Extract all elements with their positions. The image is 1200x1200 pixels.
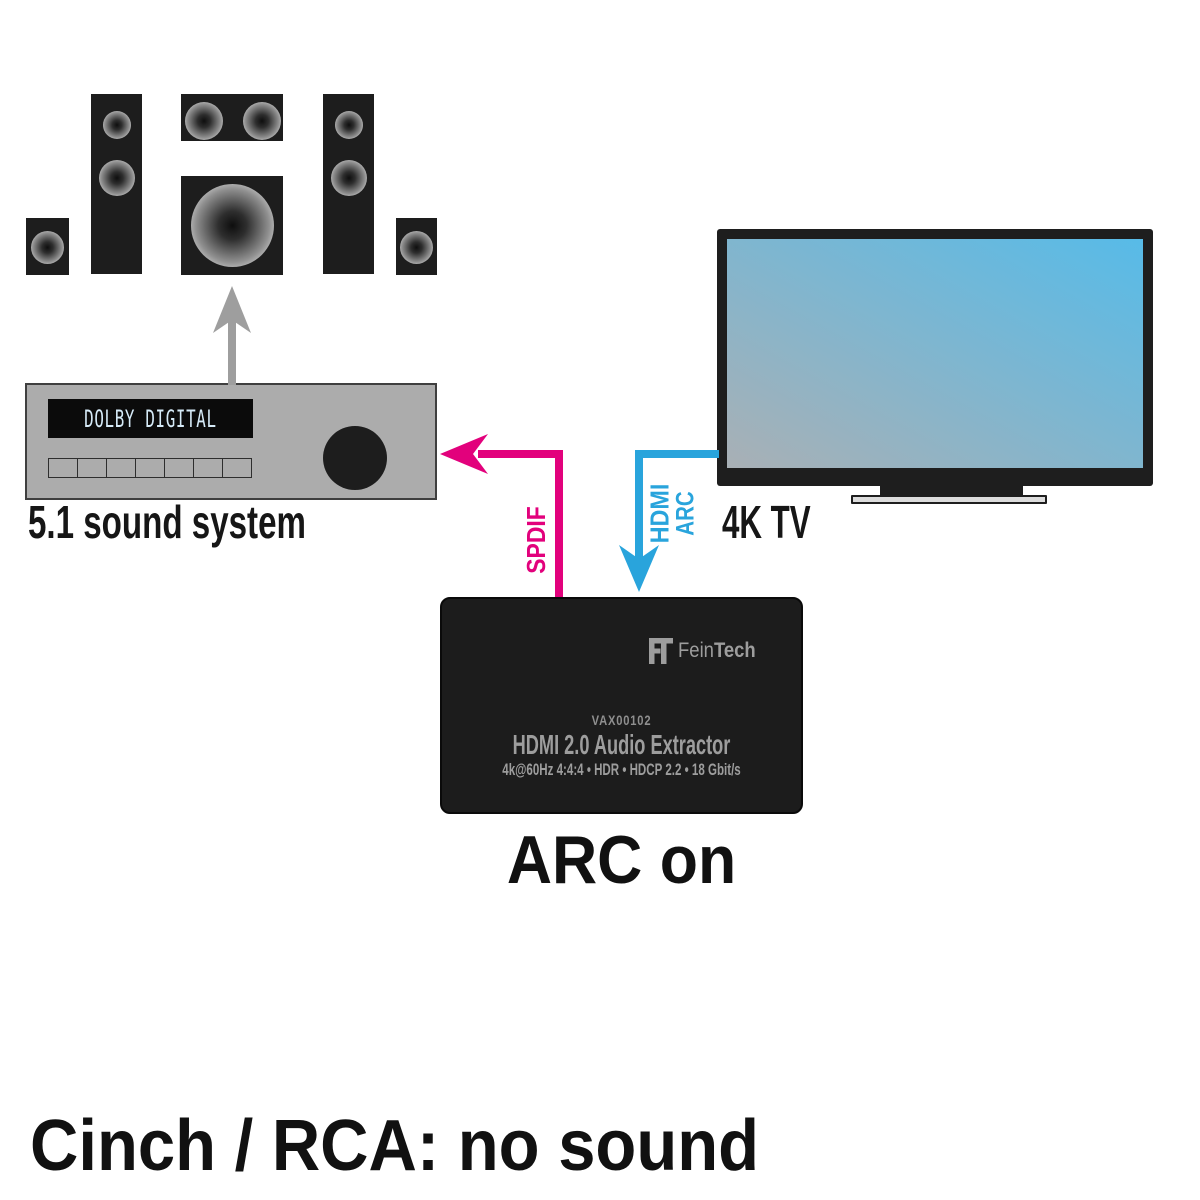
brand-suffix: Tech [713,639,756,662]
receiver-button [164,458,193,478]
feintech-brand: FeinTech [648,637,766,665]
speaker-driver [399,230,433,264]
brand-prefix: Fein [678,639,714,662]
surround-right-speaker [396,218,437,275]
extractor-model: VAX00102 [591,712,652,728]
center-channel-speaker [181,94,283,141]
receiver-button [48,458,77,478]
receiver-button [106,458,135,478]
speaker-driver [98,160,135,196]
extractor-product-name: HDMI 2.0 Audio Extractor [512,729,731,760]
surround-left-speaker [26,218,69,275]
receiver-button [222,458,252,478]
subwoofer [181,176,283,275]
speaker-driver [185,102,224,140]
speaker-driver [334,111,363,140]
tv-screen [727,239,1143,468]
hdmi-cable-label: HDMI [644,483,674,544]
av-receiver: DOLBY DIGITAL [25,383,437,500]
arc-status-label: ARC on [506,822,737,898]
receiver-button [135,458,164,478]
front-left-tower-speaker [91,94,142,274]
receiver-button-row [48,458,252,478]
brand-name: FeinTech [678,637,756,665]
tv-stand-base [851,495,1047,504]
speaker-driver [102,111,131,140]
caption: Cinch / RCA: no sound [30,1106,760,1186]
speaker-driver [243,102,281,140]
arc-cable-label: ARC [671,491,700,536]
spdif-cable-label: SPDIF [521,506,551,574]
front-right-tower-speaker [323,94,374,274]
subwoofer-driver [190,183,274,267]
receiver-button [193,458,222,478]
extractor-specs: 4k@60Hz 4:4:4 • HDR • HDCP 2.2 • 18 Gbit… [502,760,741,779]
volume-knob [323,426,387,490]
sound-system-label: 5.1 sound system [28,496,306,548]
tv-stand-neck [880,486,1023,496]
receiver-display-text: DOLBY DIGITAL [84,404,217,433]
audio-extractor: FeinTech VAX00102 HDMI 2.0 Audio Extract… [440,597,803,814]
audio-to-speakers-arrow [213,286,251,385]
receiver-button [77,458,106,478]
speaker-driver [30,230,64,264]
feintech-logo-icon [649,638,673,664]
tv [717,229,1153,486]
speaker-driver [330,160,367,196]
tv-label: 4K TV [722,496,811,548]
receiver-display: DOLBY DIGITAL [48,399,253,438]
